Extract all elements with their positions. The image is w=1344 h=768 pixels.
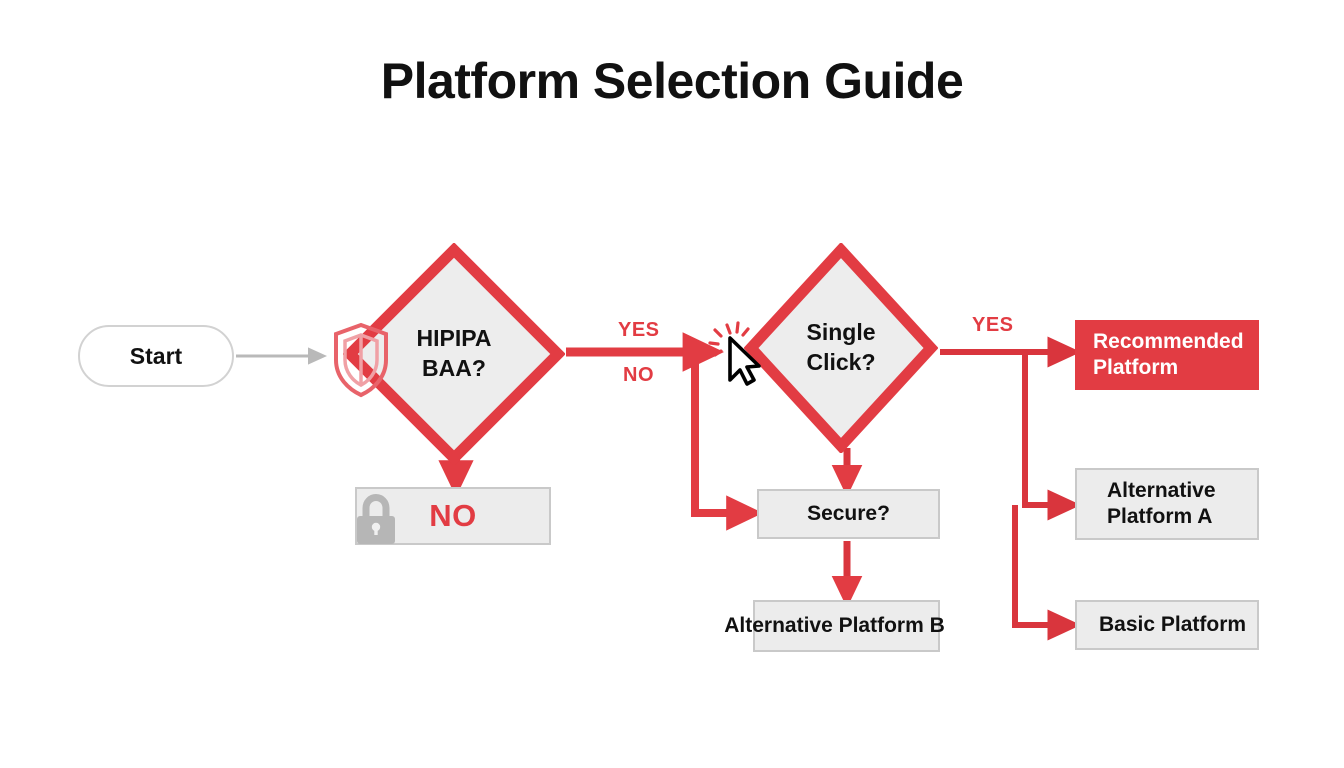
page-title: Platform Selection Guide [380,53,964,109]
node-recommended-platform-label: Recommended Platform [1093,329,1244,382]
node-single-click-label: Single Click? [744,243,938,453]
node-single-click-label-line1: Single [806,319,876,346]
node-single-click-label-line2: Click? [806,349,876,375]
diamond-shape [744,243,938,453]
diamond-shape [343,243,565,465]
node-hipipa-baa-label-line1: HIPIPA [416,325,492,352]
node-alternative-platform-a[interactable]: Alternative Platform A [1075,468,1259,540]
node-recommended-platform-label-line1: Recommended [1093,329,1244,353]
cursor-click-icon [706,318,772,390]
shield-icon [330,320,392,400]
edge-label-hipipa-yes: YES [618,319,660,341]
node-recommended-platform[interactable]: Recommended Platform [1075,320,1259,390]
node-alternative-platform-b[interactable]: Alternative Platform B [724,600,945,652]
node-recommended-platform-label-line2: Platform [1093,356,1179,379]
node-start-label: Start [129,342,183,369]
node-hipipa-baa-label-line2: BAA? [422,355,486,381]
node-hipipa-baa-label: HIPIPA BAA? [343,243,565,465]
node-basic-platform-label: Basic Platform [1099,612,1247,636]
node-basic-platform[interactable]: Basic Platform [1075,600,1259,650]
node-secure-label: Secure? [807,501,890,525]
node-no-result-label: NO [429,497,477,533]
lock-icon [352,492,400,548]
node-hipipa-baa[interactable]: HIPIPA BAA? [343,243,565,465]
node-alternative-platform-b-label: Alternative Platform B [724,613,945,637]
edge-trunk-to-alt-a [1022,352,1082,521]
edge-label-single-yes: YES [972,314,1014,336]
node-alternative-platform-a-label-line1: Alternative [1107,478,1216,502]
node-secure[interactable]: Secure? [757,489,940,539]
node-alternative-platform-a-label: Alternative Platform A [1107,478,1216,531]
edge-trunk-to-basic [1012,505,1082,641]
node-alternative-platform-a-label-line2: Platform A [1107,505,1213,528]
edge-label-hipipa-no: NO [623,364,654,386]
node-start[interactable]: Start [78,325,234,387]
node-single-click[interactable]: Single Click? [744,243,938,453]
